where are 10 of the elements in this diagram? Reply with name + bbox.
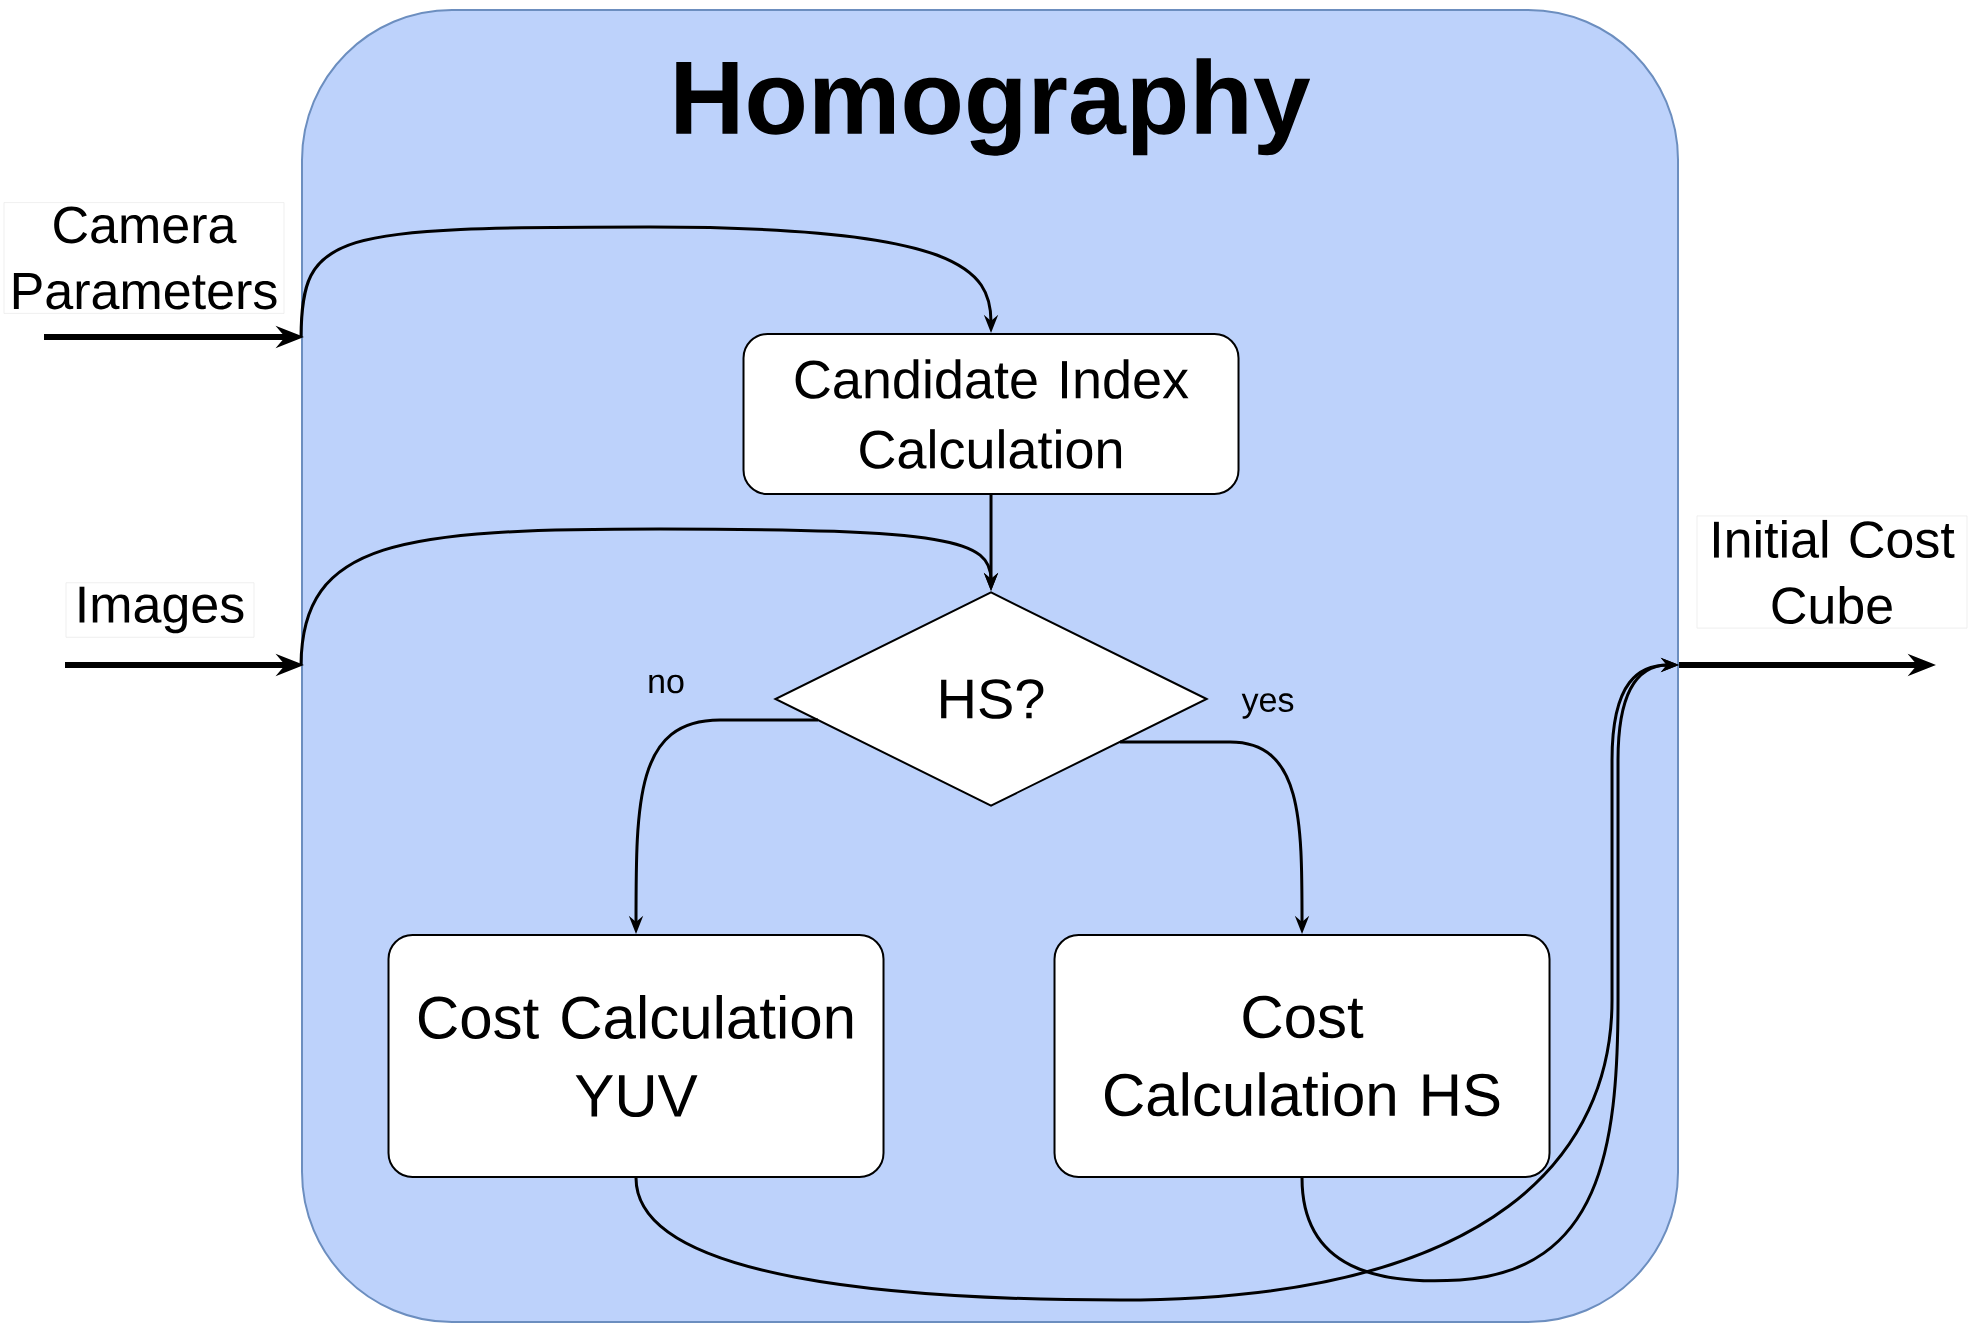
process-box: Cost Calculation HS bbox=[1053, 934, 1551, 1178]
edge-label: yes bbox=[1241, 693, 1294, 719]
edge-label: no bbox=[649, 674, 684, 694]
input-label: Initial Cost Cube bbox=[1696, 515, 1968, 629]
process-box: Cost Calculation YUV bbox=[387, 934, 885, 1178]
process-box: Candidate Index Calculation bbox=[742, 333, 1240, 495]
title: Homography bbox=[676, 58, 1311, 156]
input-label: Camera Parameters bbox=[3, 202, 285, 314]
input-label: Images bbox=[65, 582, 255, 638]
arrow bbox=[299, 225, 999, 338]
